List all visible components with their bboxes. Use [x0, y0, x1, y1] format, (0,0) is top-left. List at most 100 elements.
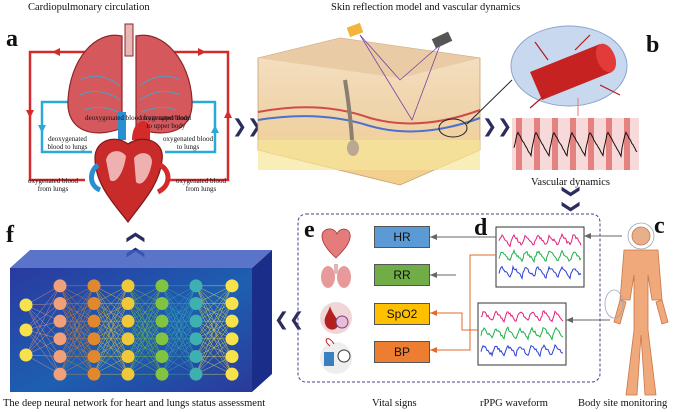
panel-label-e: e: [304, 217, 315, 243]
network-edge: [195, 356, 233, 375]
network-node: [121, 332, 135, 346]
network-edge: [161, 285, 197, 357]
network-node: [19, 348, 33, 362]
bp-box: BP: [374, 341, 430, 363]
network-node: [225, 279, 239, 293]
rppg-title: rPPG waveform: [480, 398, 548, 409]
network-node: [189, 332, 203, 346]
network-node: [189, 350, 203, 363]
network-node: [53, 279, 67, 293]
network-edge: [25, 304, 61, 357]
network-node: [87, 279, 101, 293]
panel-label-a: a: [6, 26, 18, 52]
skin-title: Skin reflection model and vascular dynam…: [331, 2, 521, 13]
network-edge: [195, 285, 233, 339]
network-node: [155, 279, 169, 293]
network-edge: [25, 329, 61, 357]
network-node: [155, 332, 169, 346]
body-title: Body site monitoring: [578, 398, 668, 409]
network-edge: [161, 285, 197, 339]
vital-sign-frame: [297, 213, 601, 383]
skin-block: [257, 37, 513, 186]
vital-title: Vital signs: [372, 398, 417, 409]
network-edge: [25, 303, 61, 331]
network-node: [87, 314, 101, 328]
network-edge: [195, 321, 233, 375]
network-node: [121, 314, 135, 328]
network-node: [189, 297, 203, 310]
network-edge: [59, 285, 95, 357]
network-edge: [195, 285, 233, 322]
network-node: [19, 323, 33, 337]
network-edge: [25, 285, 61, 356]
network-node: [53, 332, 67, 346]
rppg-window-1: [495, 226, 585, 288]
network-node: [53, 350, 67, 363]
network-edge: [93, 338, 129, 375]
vascular-waveform: [512, 118, 639, 170]
network-edge: [25, 320, 61, 356]
network-node: [189, 367, 203, 381]
heart-illustration: [89, 112, 171, 224]
network-edge: [161, 338, 197, 375]
network-node: [225, 297, 239, 310]
network-node: [155, 367, 169, 381]
network-edge: [25, 285, 61, 331]
network-edge: [25, 304, 61, 375]
vascular-title: Vascular dynamics: [531, 177, 611, 188]
light-source-icon: [346, 22, 364, 38]
neural-network-block: [10, 250, 272, 392]
network-node: [87, 367, 101, 381]
network-edge: [127, 338, 163, 375]
network-edge: [25, 354, 61, 375]
network-edge: [161, 285, 197, 322]
network-edge: [161, 321, 197, 375]
network-node: [53, 367, 67, 381]
network-edge: [127, 285, 163, 322]
network-edge: [127, 321, 163, 375]
network-node: [121, 279, 135, 293]
network-node: [121, 367, 135, 381]
lungs-illustration: [67, 23, 193, 134]
network-node: [87, 297, 101, 310]
network-edge: [127, 285, 163, 339]
label-ox-upper: oxygenated blood to upper body: [141, 114, 191, 130]
network-edge: [93, 285, 129, 357]
network-node: [225, 367, 239, 381]
network-node: [225, 350, 239, 363]
panel-label-b: b: [646, 32, 660, 58]
label-ox-from-lungs-right: oxygenated blood from lungs: [176, 177, 226, 193]
network-edge: [93, 285, 129, 322]
camera-icon: [431, 31, 453, 49]
network-edge: [25, 329, 61, 375]
network-edge: [195, 303, 233, 375]
network-edge: [25, 304, 61, 340]
blood-pressure-icon: [320, 338, 352, 374]
network-edge: [59, 285, 95, 339]
network-edge: [59, 303, 95, 375]
cardio-title: Cardiopulmonary circulation: [28, 2, 150, 13]
network-edge: [195, 285, 233, 357]
network-node: [53, 314, 67, 328]
blood-drop-icon: [320, 302, 352, 334]
label-deox-upper: deoxygenated blood from upper body: [85, 114, 191, 122]
network-edge: [25, 285, 61, 306]
network-node: [87, 332, 101, 346]
heart-icon: [321, 228, 351, 259]
panel-label-c: c: [654, 213, 665, 239]
network-node: [121, 350, 135, 363]
spo2-box: SpO2: [374, 303, 430, 325]
network-node: [155, 314, 169, 328]
rppg-window-2: [477, 302, 567, 366]
chevron-right-icon: ❯❯: [482, 116, 513, 137]
network-node: [121, 297, 135, 310]
label-ox-from-lungs-left: oxygenated blood from lungs: [28, 177, 78, 193]
network-edge: [25, 303, 61, 356]
dnn-title: The deep neural network for heart and lu…: [3, 398, 266, 409]
blood-vessel-illustration: [510, 25, 628, 109]
network-node: [155, 350, 169, 363]
network-edge: [59, 285, 95, 322]
network-edge: [93, 321, 129, 375]
